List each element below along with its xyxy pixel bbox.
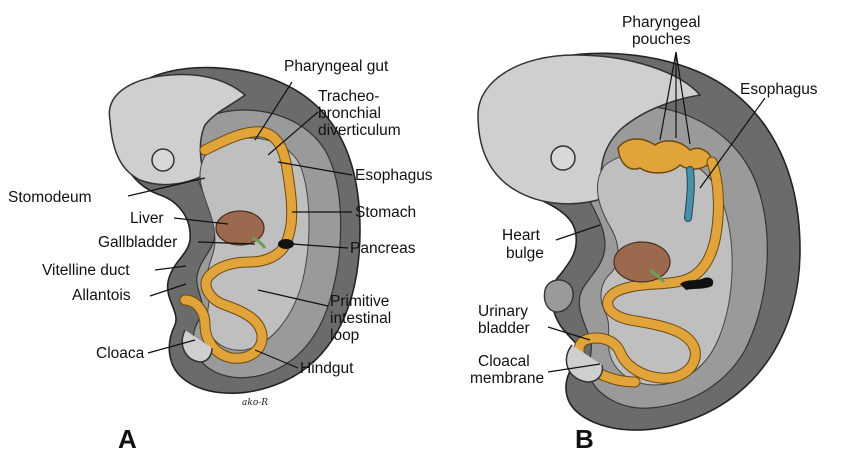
label-liver: Liver [130,210,164,227]
label-hindgut: Hindgut [300,360,354,377]
label-tracheo-3: diverticulum [318,122,401,139]
label-primitive-2: intestinal [330,310,391,327]
panel-a-pancreas [278,239,294,249]
panel-a-eye [152,149,174,171]
label-vitelline-duct: Vitelline duct [42,262,130,279]
label-pharyngeal-gut: Pharyngeal gut [284,58,389,75]
label-esophagus-b: Esophagus [740,81,818,98]
panel-letter-a: A [118,424,137,454]
label-tracheo-2: bronchial [318,105,381,122]
label-cloacal-2: membrane [470,370,544,387]
panel-b-eye [551,146,575,170]
label-heart-2: bulge [506,245,544,262]
label-stomach: Stomach [355,204,416,221]
label-gallbladder: Gallbladder [98,234,177,251]
label-urinary-2: bladder [478,320,530,337]
panel-b-stalk [544,280,573,312]
label-primitive-3: loop [330,327,359,344]
label-esophagus-a: Esophagus [355,167,433,184]
label-cloaca: Cloaca [96,345,145,362]
label-pharyngeal-pouches-2: pouches [632,31,691,48]
label-tracheo-1: Tracheo- [318,88,379,105]
label-stomodeum: Stomodeum [8,189,92,206]
panel-b-esophagus [688,170,691,218]
label-primitive-1: Primitive [330,293,389,310]
label-allantois: Allantois [72,287,131,304]
panel-b-liver [614,242,670,282]
label-pharyngeal-pouches-1: Pharyngeal [622,14,700,31]
label-urinary-1: Urinary [478,303,528,320]
artist-signature: ako-R [242,398,268,408]
label-pancreas: Pancreas [350,240,416,257]
label-cloacal-1: Cloacal [478,353,530,370]
panel-letter-b: B [575,424,594,454]
label-heart-1: Heart [502,227,541,244]
